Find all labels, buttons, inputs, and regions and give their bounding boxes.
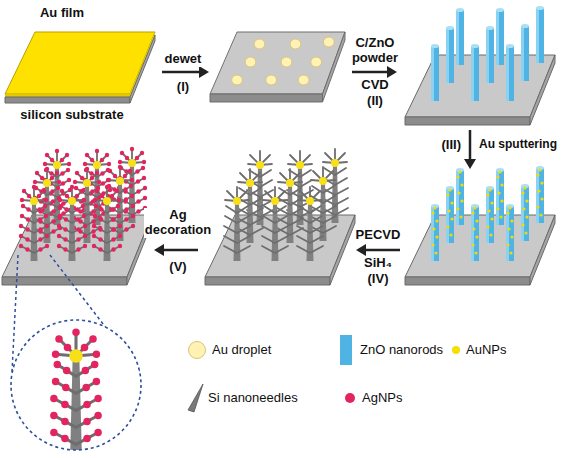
legend-text: Si nanoneedles bbox=[208, 390, 298, 406]
zno-nanorod bbox=[521, 24, 529, 81]
process-arrow bbox=[162, 249, 198, 252]
zno-nanorod bbox=[486, 26, 494, 83]
au-decorated-rod bbox=[431, 204, 439, 261]
ag-panel bbox=[2, 147, 152, 285]
au-rod-panel bbox=[405, 166, 555, 285]
au-decorated-rod bbox=[456, 168, 464, 225]
legend-text: ZnO nanorods bbox=[360, 342, 443, 358]
step-label: dewet bbox=[164, 52, 203, 67]
step-label: C/ZnO powder bbox=[351, 36, 399, 66]
zoom-content bbox=[50, 328, 102, 458]
arrow-head bbox=[464, 159, 476, 169]
zno-nanorod bbox=[456, 8, 464, 65]
ag-decorated-rod bbox=[92, 185, 122, 261]
au-droplet bbox=[266, 75, 277, 85]
legend-text: AuNPs bbox=[466, 342, 506, 358]
au-droplet bbox=[245, 57, 256, 67]
au-decorated-rod bbox=[486, 186, 494, 243]
si-nanoneedle-rod bbox=[262, 187, 288, 261]
si-nanoneedle-rod bbox=[297, 187, 323, 261]
legend-swatch bbox=[452, 346, 460, 354]
au-decorated-rod bbox=[521, 184, 529, 241]
au-droplet bbox=[281, 57, 292, 67]
zno-nanorod bbox=[496, 8, 504, 65]
au-droplet bbox=[254, 39, 265, 49]
zno-nanorod bbox=[536, 6, 544, 63]
au-decorated-rod bbox=[496, 168, 504, 225]
silicon-front bbox=[5, 97, 130, 103]
au-decorated-rod bbox=[536, 166, 544, 223]
silicon-side bbox=[130, 35, 155, 103]
au-droplet bbox=[290, 39, 301, 49]
arrow-head bbox=[387, 66, 397, 78]
ag-decorated-rod bbox=[57, 185, 87, 261]
zno-nanorod bbox=[506, 44, 514, 101]
au-droplet bbox=[298, 75, 309, 85]
ag-decorated-rod-zoom bbox=[50, 328, 102, 458]
au-decorated-rod bbox=[446, 186, 454, 243]
ag-decorated-rod bbox=[19, 185, 49, 261]
step-label: SiH₄ bbox=[363, 256, 393, 271]
substrate bbox=[210, 32, 345, 102]
nanorod-panel bbox=[405, 6, 555, 125]
step-number: (III) bbox=[441, 138, 463, 153]
legend-swatch bbox=[340, 335, 352, 365]
step-number: (II) bbox=[366, 94, 384, 109]
process-arrow bbox=[469, 130, 472, 161]
legend-text: AgNPs bbox=[362, 390, 402, 406]
substrate bbox=[405, 55, 555, 125]
au-decorated-rod bbox=[471, 204, 479, 261]
au-droplet bbox=[323, 37, 334, 47]
step-label: PECVD bbox=[355, 228, 402, 243]
legend-swatch bbox=[188, 341, 206, 359]
substrate bbox=[405, 215, 555, 285]
substrate-label: silicon substrate bbox=[19, 108, 124, 123]
film-label: Au film bbox=[39, 6, 85, 21]
zoom-circle bbox=[11, 320, 141, 450]
si-nanoneedle-rod bbox=[224, 187, 250, 261]
nanoneedle-panel bbox=[205, 149, 355, 285]
step-number: (V) bbox=[168, 260, 187, 275]
legend-text: Au droplet bbox=[212, 342, 271, 358]
step-label: Au sputtering bbox=[478, 138, 558, 152]
process-arrow bbox=[162, 71, 201, 74]
step-label: Ag decoration bbox=[144, 208, 212, 238]
au-decorated-rod bbox=[506, 204, 514, 261]
step-number: (I) bbox=[176, 80, 190, 95]
step-label: CVD bbox=[360, 78, 389, 93]
step-number: (IV) bbox=[367, 272, 390, 287]
process-arrow bbox=[364, 249, 400, 252]
droplet-panel bbox=[210, 32, 345, 102]
au-film-panel bbox=[5, 32, 155, 103]
arrow-head bbox=[199, 66, 209, 78]
zoom-line bbox=[12, 255, 18, 372]
zno-nanorod bbox=[431, 44, 439, 101]
legend-swatch bbox=[345, 393, 355, 403]
au-film-top bbox=[5, 32, 155, 94]
au-droplet bbox=[232, 75, 243, 85]
legend-needle-sample bbox=[188, 384, 203, 412]
arrow-head bbox=[356, 244, 366, 256]
au-droplets bbox=[232, 37, 335, 85]
arrow-head bbox=[154, 244, 164, 256]
zno-nanorod bbox=[446, 26, 454, 83]
zno-nanorod bbox=[471, 44, 479, 101]
process-arrow bbox=[352, 71, 389, 74]
au-droplet bbox=[311, 57, 322, 67]
